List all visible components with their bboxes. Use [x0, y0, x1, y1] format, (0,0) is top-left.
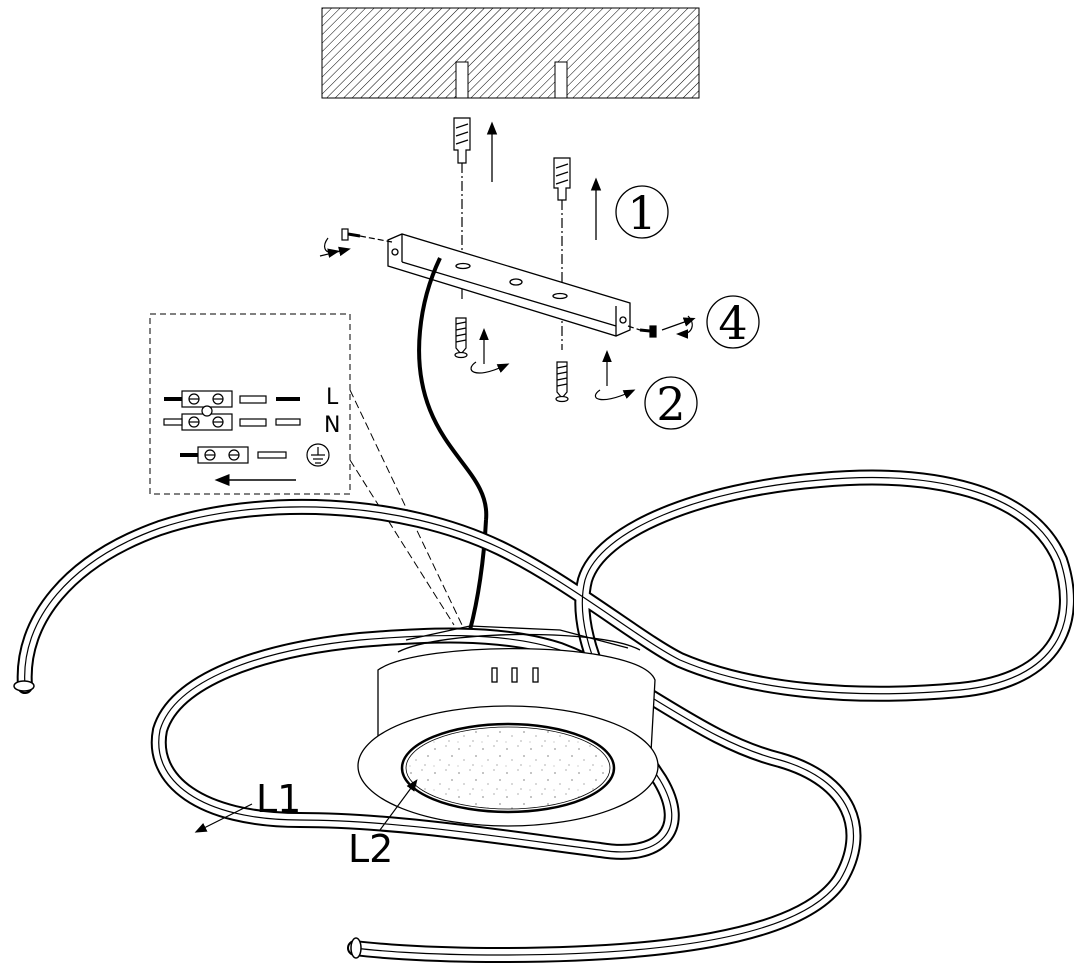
- rotate-arrow-icon: [319, 237, 351, 258]
- rotate-arrow-icon: [470, 328, 636, 401]
- power-cable: [417, 257, 489, 631]
- step-1-badge: 1: [615, 185, 669, 240]
- neutral-label: N: [324, 413, 340, 438]
- svg-text:2: 2: [656, 377, 685, 431]
- label-l2: L2: [348, 779, 418, 871]
- screw-icon: [555, 361, 569, 403]
- ceiling: [321, 7, 700, 99]
- led-arm-l1: [13, 469, 1074, 964]
- svg-text:4: 4: [718, 296, 747, 350]
- dowel-icon: [553, 157, 571, 350]
- svg-text:L1: L1: [256, 777, 301, 821]
- screw-icon: [341, 228, 393, 243]
- mounting-bracket: [387, 233, 631, 337]
- leader-lines: [349, 389, 463, 626]
- ground-symbol-icon: [306, 443, 330, 467]
- arrow-up-icon: [486, 121, 602, 240]
- wiring-detail-box: L N: [149, 313, 351, 495]
- rotate-arrow-icon: [661, 315, 696, 339]
- label-l1: L1: [194, 777, 301, 833]
- screw-icon: [627, 325, 657, 338]
- led-diffuser-l2: [357, 705, 659, 827]
- step-2-badge: 2: [644, 376, 698, 431]
- svg-text:1: 1: [627, 186, 656, 240]
- screw-icon: [454, 317, 468, 359]
- step-4-badge: 4: [706, 295, 760, 350]
- live-label: L: [326, 385, 339, 410]
- svg-text:L2: L2: [348, 827, 393, 871]
